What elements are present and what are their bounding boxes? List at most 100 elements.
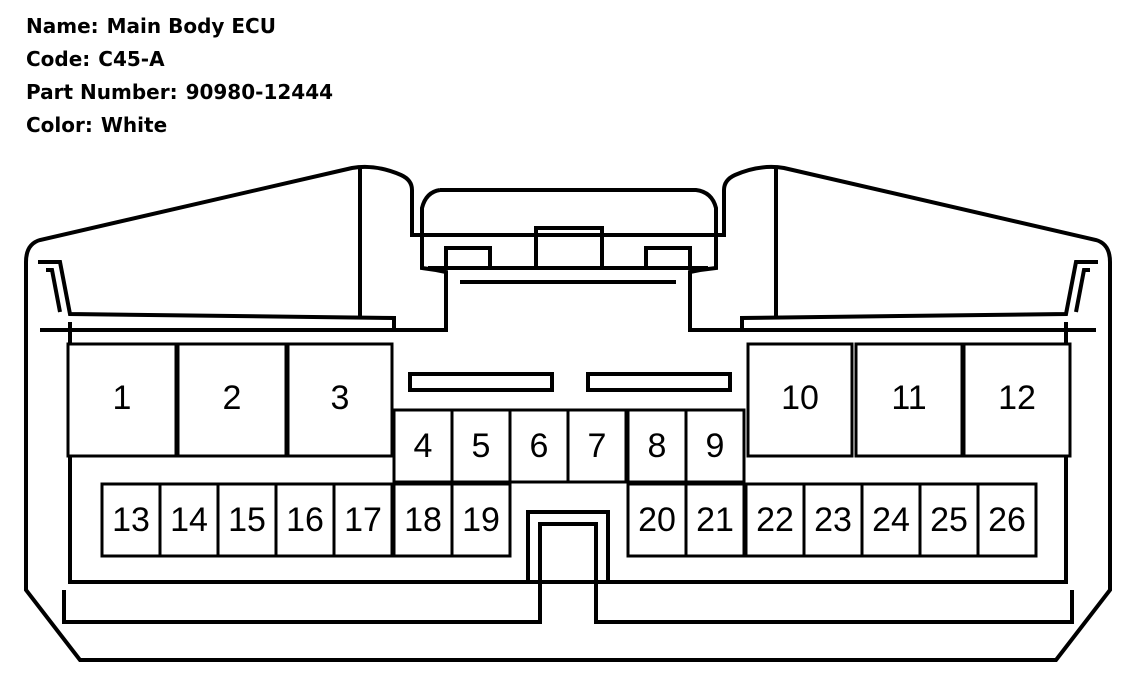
pin-cavity <box>158 482 220 558</box>
pin-19: 19 <box>450 482 512 558</box>
code-label: Code: <box>26 47 91 71</box>
pin-14: 14 <box>158 482 220 558</box>
pin-number-label: 1 <box>113 379 132 417</box>
pin-number-label: 26 <box>988 501 1026 539</box>
pin-number-label: 8 <box>648 427 667 465</box>
pin-number-label: 4 <box>414 427 433 465</box>
pin-number-label: 6 <box>530 427 549 465</box>
part-number-line: Part Number: 90980-12444 <box>26 76 333 109</box>
pin-4: 4 <box>392 408 454 484</box>
pin-cavity <box>626 482 688 558</box>
pin-number-label: 19 <box>462 501 500 539</box>
pin-number-label: 11 <box>891 379 926 417</box>
name-label: Name: <box>26 14 99 38</box>
pin-7: 7 <box>566 408 628 484</box>
name-value: Main Body ECU <box>106 14 276 38</box>
pin-number-label: 2 <box>223 379 242 417</box>
bottom-rail <box>62 582 1074 624</box>
pin-number-label: 22 <box>756 501 794 539</box>
pin-cavity <box>684 482 746 558</box>
pin-number-label: 12 <box>998 379 1036 417</box>
pin-cavity <box>744 482 806 558</box>
pin-11: 11 <box>854 342 964 458</box>
pin-6: 6 <box>508 408 570 484</box>
pin-22: 22 <box>744 482 806 558</box>
pin-17: 17 <box>332 482 394 558</box>
pin-8: 8 <box>626 408 688 484</box>
pin-cavity <box>286 342 394 458</box>
pin-cavity <box>566 408 628 484</box>
pin-26: 26 <box>976 482 1038 558</box>
top-latch <box>394 188 742 332</box>
pin-number-label: 7 <box>588 427 607 465</box>
pin-cavity <box>332 482 394 558</box>
pin-cavity <box>66 342 178 458</box>
pin-number-label: 20 <box>638 501 676 539</box>
pin-2: 2 <box>176 342 288 458</box>
pin-number-label: 21 <box>696 501 734 539</box>
bottom-key-notch <box>526 510 610 582</box>
pin-25: 25 <box>918 482 980 558</box>
left-ear <box>38 168 396 332</box>
pin-9: 9 <box>684 408 746 484</box>
pin-12: 12 <box>962 342 1072 458</box>
pin-5: 5 <box>450 408 512 484</box>
pin-number-label: 5 <box>472 427 491 465</box>
pin-number-label: 15 <box>228 501 266 539</box>
code-line: Code: C45-A <box>26 43 333 76</box>
pin-number-label: 14 <box>170 501 208 539</box>
pin-number-label: 16 <box>286 501 324 539</box>
pin-13: 13 <box>100 482 162 558</box>
pin-number-label: 24 <box>872 501 910 539</box>
pin-cavity <box>450 482 512 558</box>
pin-cavity <box>392 482 454 558</box>
color-label: Color: <box>26 113 93 137</box>
pin-15: 15 <box>216 482 278 558</box>
pin-18: 18 <box>392 482 454 558</box>
pin-cavity <box>392 408 454 484</box>
pin-10: 10 <box>746 342 854 458</box>
pin-1: 1 <box>66 342 178 458</box>
code-value: C45-A <box>98 47 165 71</box>
color-line: Color: White <box>26 109 333 142</box>
pin-number-label: 9 <box>706 427 725 465</box>
pin-cavity <box>976 482 1038 558</box>
latch-center-tab <box>534 226 604 270</box>
connector-outer-housing <box>24 164 1112 662</box>
part-number-value: 90980-12444 <box>185 80 334 104</box>
pin-cavity <box>746 342 854 458</box>
pin-cavity <box>684 408 746 484</box>
pin-number-label: 13 <box>112 501 150 539</box>
pin-23: 23 <box>802 482 864 558</box>
pin-cavity <box>508 408 570 484</box>
color-value: White <box>100 113 168 137</box>
pin-cavity <box>626 408 688 484</box>
pin-24: 24 <box>860 482 922 558</box>
key-slot-right <box>586 372 732 392</box>
pin-number-label: 17 <box>344 501 382 539</box>
name-line: Name: Main Body ECU <box>26 10 333 43</box>
pin-number-label: 10 <box>781 379 819 417</box>
pin-cavity <box>450 408 512 484</box>
latch-right-tab <box>644 246 692 270</box>
key-slot-left <box>408 372 554 392</box>
pin-cavity <box>176 342 288 458</box>
pin-3: 3 <box>286 342 394 458</box>
pin-number-label: 18 <box>404 501 442 539</box>
right-ear <box>740 168 1098 332</box>
latch-left-tab <box>444 246 492 270</box>
part-number-label: Part Number: <box>26 80 178 104</box>
pin-21: 21 <box>684 482 746 558</box>
connector-info: Name: Main Body ECU Code: C45-A Part Numbe… <box>26 10 333 142</box>
pin-cavity <box>962 342 1072 458</box>
pin-number-label: 25 <box>930 501 968 539</box>
pin-number-label: 23 <box>814 501 852 539</box>
pin-20: 20 <box>626 482 688 558</box>
pin-16: 16 <box>274 482 336 558</box>
pin-cavity <box>274 482 336 558</box>
pin-number-label: 3 <box>331 379 350 417</box>
pin-cavity <box>854 342 964 458</box>
pin-cavity <box>860 482 922 558</box>
